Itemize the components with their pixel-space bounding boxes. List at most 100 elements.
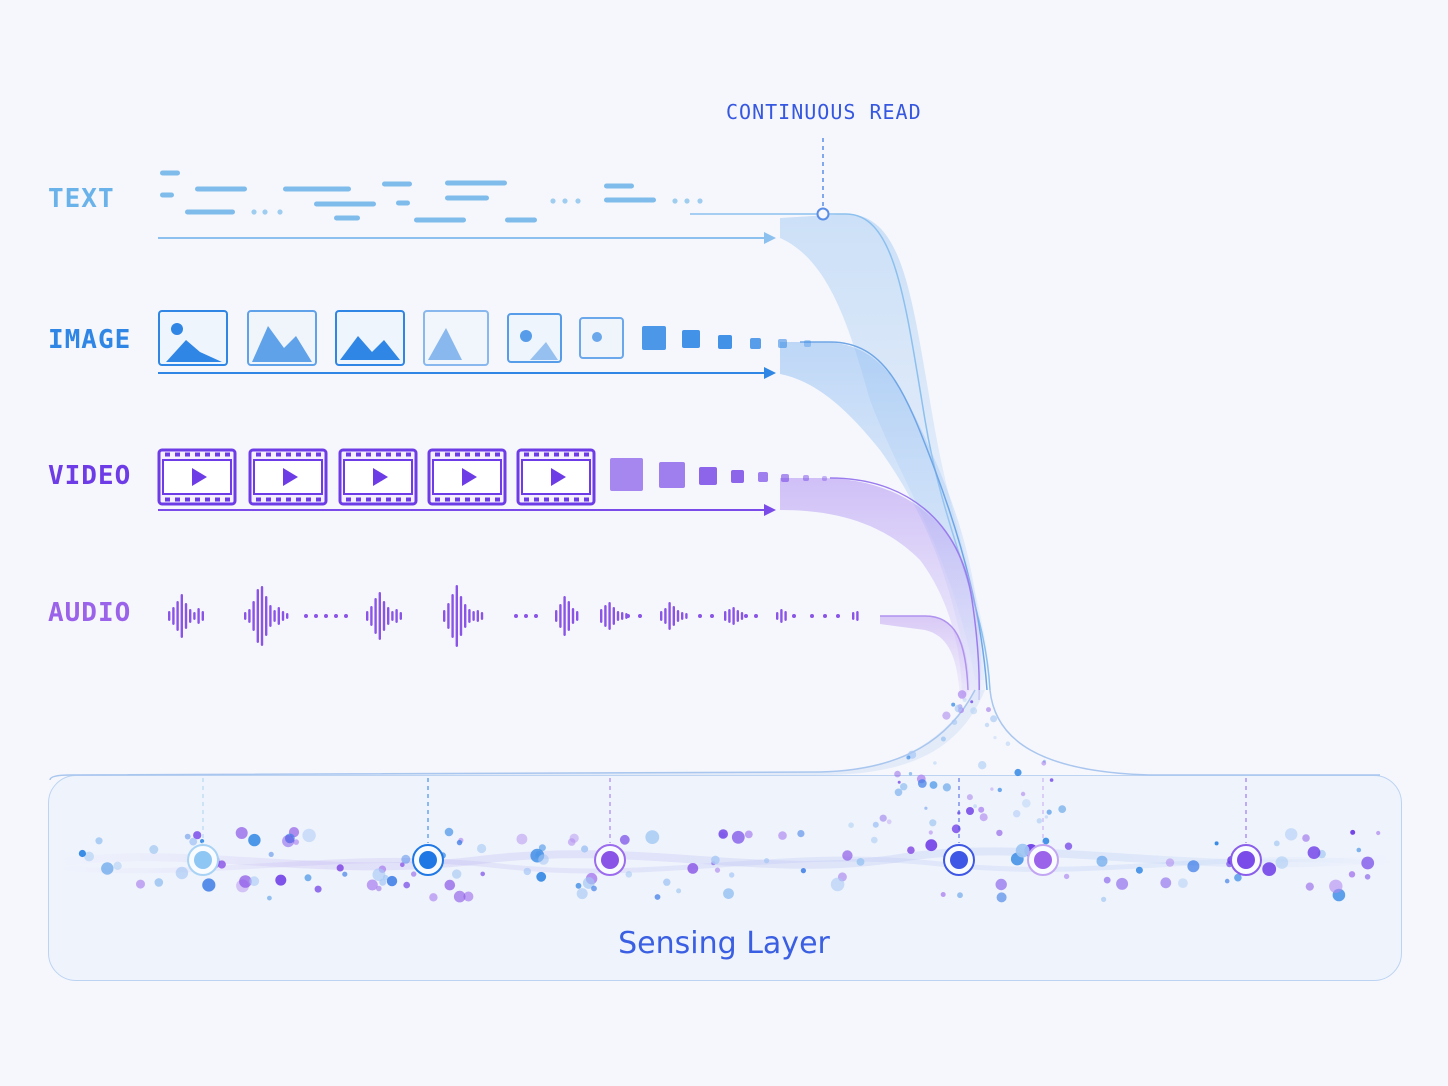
waveform-bar — [387, 607, 390, 625]
sensing-particle — [575, 882, 582, 889]
funnel-particle — [957, 690, 967, 699]
text-token-dot — [262, 209, 268, 215]
waveform-bar — [776, 612, 779, 620]
funnel-particle — [1036, 818, 1043, 824]
sensing-particle — [567, 838, 576, 846]
waveform-bar — [244, 612, 247, 620]
waveform-bar — [395, 609, 398, 623]
waveform-dot — [836, 614, 840, 618]
waveform-bar — [563, 596, 566, 636]
text-token — [314, 201, 376, 207]
funnel-particle — [951, 719, 958, 725]
sensing-particle — [149, 845, 159, 854]
sensing-particle — [591, 885, 597, 892]
waveform-bar — [681, 612, 684, 620]
video-ribbon — [780, 478, 982, 700]
funnel-particle — [970, 707, 978, 715]
film-frame-play-icon — [516, 448, 596, 506]
text-token — [604, 183, 634, 189]
funnel-particle — [951, 824, 961, 834]
sensing-particle — [995, 878, 1007, 891]
sensing-particle — [314, 885, 322, 893]
waveform-bar — [447, 603, 450, 629]
sensing-node — [1230, 778, 1262, 876]
waveform-bar — [265, 596, 268, 636]
funnel-particle — [1046, 809, 1052, 815]
image-thumbnail-icon — [579, 317, 624, 359]
sensing-particle — [453, 890, 466, 903]
sensing-particle — [1103, 876, 1111, 884]
sensing-particle — [1063, 873, 1070, 880]
sensing-particle — [1187, 860, 1200, 873]
waveform-bar — [608, 602, 611, 630]
waveform-bar — [273, 610, 276, 622]
funnel-particle — [986, 707, 991, 713]
sensing-particle — [1015, 843, 1030, 858]
sensing-particle — [1376, 830, 1381, 836]
funnel-particle — [1058, 805, 1067, 813]
sensing-particle — [1361, 856, 1375, 870]
sensing-particle — [778, 831, 787, 840]
sensing-particle — [304, 874, 312, 882]
sensing-particle — [996, 829, 1003, 837]
waveform-bar — [189, 609, 192, 623]
sensing-node — [187, 778, 219, 876]
waveform-bar — [612, 607, 615, 625]
video-modality-label: VIDEO — [48, 461, 132, 491]
sensing-merge-curve-left — [49, 689, 976, 781]
sensing-particle — [1329, 879, 1343, 893]
image-modality-label: IMAGE — [48, 325, 132, 355]
waveform-bar — [176, 601, 179, 631]
funnel-particle — [962, 698, 967, 702]
sensing-particle — [731, 830, 745, 844]
sensing-particle — [444, 827, 454, 837]
sensing-particle — [830, 877, 845, 892]
funnel-particle — [879, 814, 887, 822]
waveform-bar — [780, 609, 783, 623]
waveform-bar — [172, 607, 175, 625]
image-thumbnail-icon — [335, 310, 405, 366]
sensing-particle — [996, 892, 1007, 903]
waveform-bar — [660, 611, 663, 621]
sensing-particle — [1356, 847, 1362, 853]
funnel-particle — [886, 819, 892, 825]
sensing-particle — [302, 828, 316, 843]
waveform-dot — [710, 614, 714, 618]
sensing-particle — [714, 867, 721, 873]
text-token-dot — [562, 198, 568, 204]
sensing-particle — [342, 871, 348, 877]
waveform-bar — [616, 611, 620, 621]
video-token-square — [699, 467, 717, 485]
sensing-particle — [723, 888, 734, 899]
sensing-particle — [523, 867, 531, 876]
text-token — [160, 192, 174, 198]
waveform-dot — [534, 614, 538, 618]
funnel-particle — [900, 783, 908, 791]
video-frame-stream — [157, 448, 827, 506]
sensing-particle — [275, 874, 287, 886]
sensing-particle — [376, 885, 382, 892]
sensing-particle — [1101, 896, 1107, 903]
waveform-bar — [856, 611, 859, 621]
funnel-particle — [990, 787, 994, 791]
sensing-particle — [625, 871, 633, 878]
sensing-particle — [386, 875, 398, 887]
text-token — [604, 197, 656, 203]
image-token-square — [718, 335, 732, 349]
image-arrowhead — [764, 367, 776, 379]
image-token-square — [750, 338, 761, 349]
sensing-particle — [249, 876, 260, 887]
waveform-bar — [197, 608, 200, 624]
sensing-particle — [239, 875, 252, 888]
image-token-square — [642, 326, 666, 350]
funnel-particle — [929, 819, 937, 827]
sensing-particle — [516, 833, 528, 845]
sensing-node — [1027, 778, 1059, 876]
waveform-dot — [324, 614, 328, 618]
funnel-particle — [894, 770, 901, 778]
funnel-particle — [979, 813, 988, 822]
sensing-particle — [175, 866, 189, 880]
sensing-particle — [366, 879, 378, 891]
